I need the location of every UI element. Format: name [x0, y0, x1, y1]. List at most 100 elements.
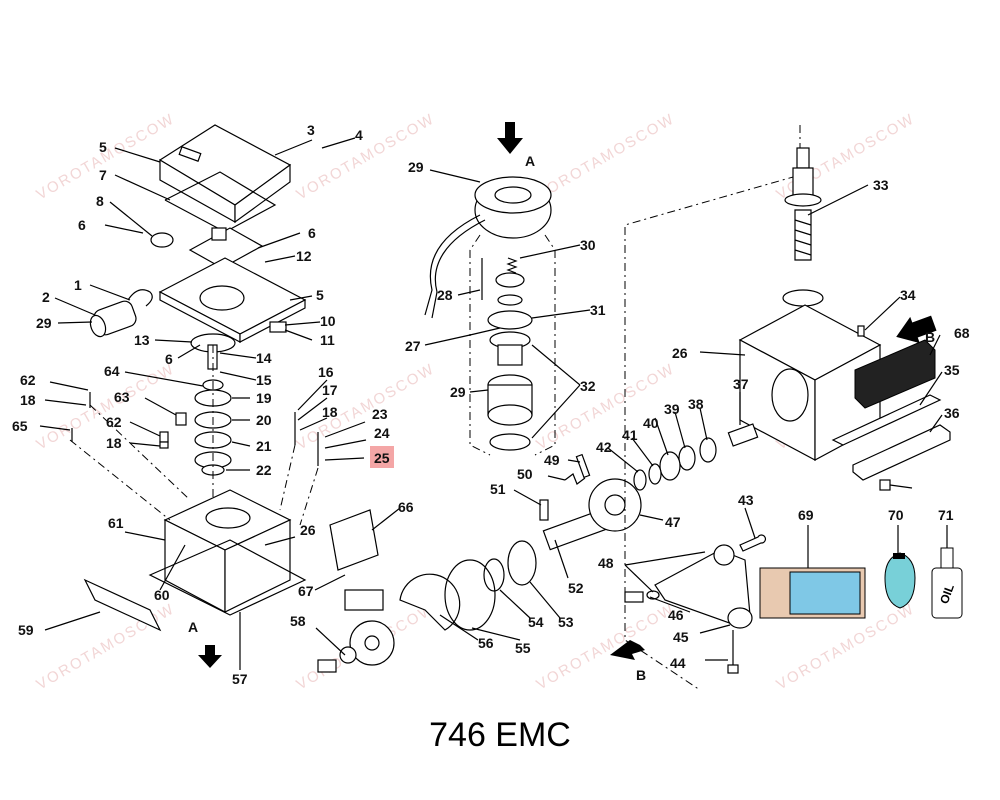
label-part-25: 25 — [374, 450, 390, 466]
label-part-18: 18 — [322, 404, 338, 420]
label-part-22: 22 — [256, 462, 272, 478]
arrow-label-a: A — [188, 619, 198, 635]
part-cap — [150, 232, 174, 248]
label-part-36: 36 — [944, 405, 960, 421]
label-part-27: 27 — [405, 338, 421, 354]
part-housing-bore — [771, 368, 809, 422]
part-bolt-head — [727, 664, 739, 674]
guide-line — [469, 234, 491, 456]
part-worm-thread — [794, 219, 812, 256]
label-part-45: 45 — [673, 629, 689, 645]
arrow-down-icon — [497, 122, 523, 154]
label-part-62: 62 — [20, 372, 36, 388]
part-cover-plate — [329, 509, 379, 571]
part-lever-hub — [713, 544, 735, 566]
part-washer — [699, 437, 717, 463]
part-key — [539, 499, 549, 521]
part-spring-pin — [564, 473, 586, 485]
label-part-34: 34 — [900, 287, 916, 303]
part-nut — [624, 591, 644, 603]
part-mount-plate — [148, 539, 307, 616]
part-bearing — [782, 289, 824, 307]
label-part-3: 3 — [307, 122, 315, 138]
oil-bottle-label: OIL — [937, 582, 957, 606]
label-part-17: 17 — [322, 382, 338, 398]
part-terminal — [269, 321, 287, 333]
label-part-21: 21 — [256, 438, 272, 454]
watermark-text: VOROTAMOSCOW — [294, 110, 439, 203]
part-bearing — [495, 272, 525, 288]
part-cover-side — [234, 163, 291, 224]
label-part-37: 37 — [733, 376, 749, 392]
watermark-text: VOROTAMOSCOW — [534, 110, 679, 203]
label-part-55: 55 — [515, 640, 531, 656]
label-part-5: 5 — [99, 139, 107, 155]
label-part-62: 62 — [106, 414, 122, 430]
leader-lines — [39, 137, 948, 670]
label-part-8: 8 — [96, 193, 104, 209]
part-washer — [648, 463, 662, 485]
part-flat-plate — [831, 394, 942, 446]
label-part-6: 6 — [165, 351, 173, 367]
label-part-14: 14 — [256, 350, 272, 366]
arrow-label-a: A — [525, 153, 535, 169]
part-rubber-stop — [854, 339, 936, 409]
label-part-19: 19 — [256, 390, 272, 406]
label-part-29: 29 — [408, 159, 424, 175]
arrow-label-b: B — [925, 329, 935, 345]
label-part-53: 53 — [558, 614, 574, 630]
part-bolt-shaft — [889, 484, 913, 489]
part-oil-bottle-neck — [940, 547, 954, 569]
part-stator-bore — [494, 186, 532, 204]
arrow-left-icon — [896, 315, 937, 344]
label-part-26: 26 — [672, 345, 688, 361]
label-part-4: 4 — [355, 127, 363, 143]
label-part-31: 31 — [590, 302, 606, 318]
part-collar — [784, 193, 822, 207]
label-part-47: 47 — [665, 514, 681, 530]
label-part-11: 11 — [320, 332, 335, 348]
label-part-7: 7 — [99, 167, 107, 183]
part-lever-eye — [727, 607, 753, 629]
diagram-title: 746 EMC — [429, 716, 571, 754]
part-bolt — [317, 659, 337, 673]
label-part-35: 35 — [944, 362, 960, 378]
label-part-50: 50 — [517, 466, 533, 482]
label-part-51: 51 — [490, 481, 506, 497]
label-part-6: 6 — [78, 217, 86, 233]
guide-line — [534, 234, 556, 456]
part-washer-small — [159, 441, 169, 449]
label-part-6: 6 — [308, 225, 316, 241]
part-washer — [497, 294, 523, 306]
label-part-46: 46 — [668, 607, 684, 623]
label-part-54: 54 — [528, 614, 544, 630]
part-labels: 3 4 5 7 8 6 6 12 1 2 29 5 10 11 13 6 14 … — [12, 122, 970, 687]
part-nut — [175, 412, 187, 426]
part-cover-label — [178, 146, 202, 162]
part-spacer — [489, 433, 531, 451]
label-part-32: 32 — [580, 378, 596, 394]
label-part-13: 13 — [134, 332, 150, 348]
label-part-58: 58 — [290, 613, 306, 629]
part-pin — [857, 325, 865, 337]
label-part-70: 70 — [888, 507, 904, 523]
label-part-57: 57 — [232, 671, 248, 687]
label-highlight — [370, 446, 394, 468]
arrow-label-b: B — [636, 667, 646, 683]
part-pin — [469, 327, 501, 336]
watermark-text: VOROTAMOSCOW — [534, 600, 679, 693]
label-part-20: 20 — [256, 412, 272, 428]
part-gear-hub — [364, 635, 380, 651]
label-part-15: 15 — [256, 372, 272, 388]
label-part-49: 49 — [544, 452, 560, 468]
part-gasket — [164, 171, 277, 233]
label-part-38: 38 — [688, 396, 704, 412]
part-angle-bracket — [852, 424, 951, 481]
part-screw-head — [159, 431, 169, 443]
label-part-10: 10 — [320, 313, 336, 329]
guide-line — [69, 439, 171, 521]
label-part-29: 29 — [450, 384, 466, 400]
label-part-65: 65 — [12, 418, 28, 434]
label-part-69: 69 — [798, 507, 814, 523]
